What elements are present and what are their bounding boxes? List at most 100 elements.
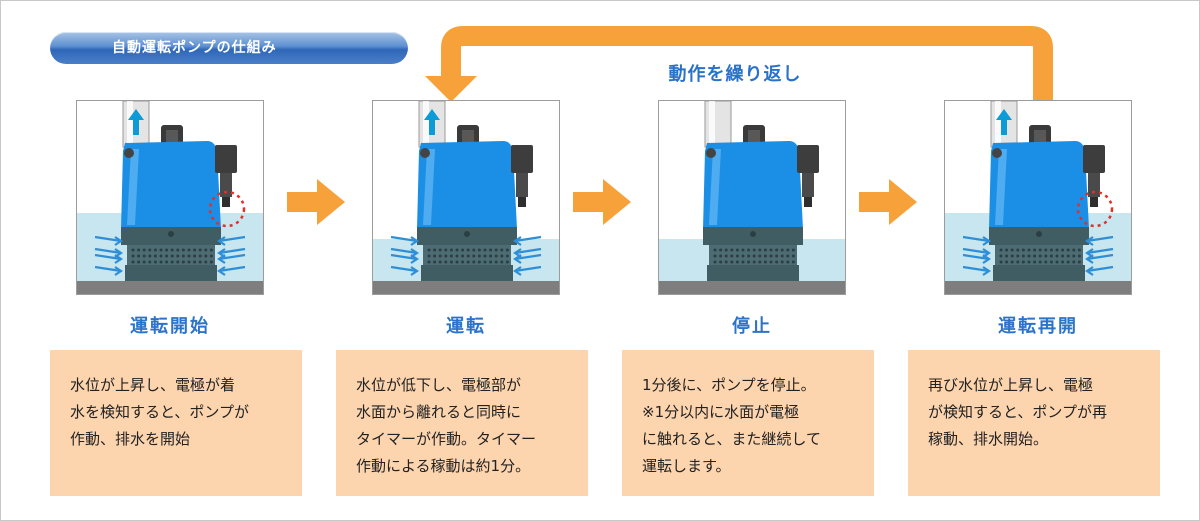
- electrode-housing: [1083, 145, 1105, 173]
- strainer-hole: [713, 260, 717, 264]
- desc-line: に触れると、また継続して: [642, 430, 821, 448]
- strainer-hole: [775, 254, 779, 258]
- strainer-hole: [472, 254, 476, 258]
- loop-back-arrow: [425, 26, 1053, 102]
- strainer-hole: [489, 260, 493, 264]
- electrode-rod: [1088, 173, 1100, 197]
- strainer-hole: [735, 254, 739, 258]
- strainer-hole: [1061, 254, 1065, 258]
- strainer-hole: [1027, 260, 1031, 264]
- strainer-hole: [209, 260, 213, 264]
- pump-foot: [993, 265, 1085, 281]
- strainer-hole: [1049, 254, 1053, 258]
- strainer-hole: [1010, 260, 1014, 264]
- strainer-hole: [752, 248, 756, 252]
- strainer-hole: [438, 254, 442, 258]
- strainer-hole: [159, 254, 163, 258]
- strainer-hole: [747, 260, 751, 264]
- strainer-hole: [741, 254, 745, 258]
- strainer-hole: [1061, 248, 1065, 252]
- strainer-hole: [1010, 254, 1014, 258]
- desc-line: タイマーが作動。タイマー: [356, 430, 537, 448]
- flow-arrow-3: [859, 179, 917, 225]
- step-desc-stop: 1分後に、ポンプを停止。 ※1分以内に水面が電極 に触れると、また継続して 運転…: [622, 350, 874, 496]
- strainer-hole: [165, 260, 169, 264]
- step-panel-running: [372, 100, 560, 295]
- desc-line: 稼動、排水開始。: [928, 430, 1049, 448]
- strainer-hole: [176, 248, 180, 252]
- flow-arrow-2: [573, 179, 631, 225]
- strainer-hole: [752, 260, 756, 264]
- strainer-hole: [466, 248, 470, 252]
- strainer-hole: [170, 254, 174, 258]
- intake-arrow-right-bottom: [1085, 253, 1114, 276]
- desc-line: 水を検知すると、ポンプが: [70, 403, 249, 421]
- strainer-hole: [187, 248, 191, 252]
- step-label-running: 運転: [446, 316, 486, 337]
- strainer-hole: [505, 254, 509, 258]
- strainer-hole: [505, 260, 509, 264]
- strainer-hole: [153, 260, 157, 264]
- strainer-hole: [730, 254, 734, 258]
- pump-body-highlight: [995, 149, 1007, 225]
- strainer-hole: [204, 254, 208, 258]
- desc-line: 水面から離れると同時に: [356, 403, 522, 421]
- pump-body: [989, 141, 1089, 229]
- step-desc-restart: 再び水位が上昇し、電極 が検知すると、ポンプが再 稼動、排水開始。: [908, 350, 1160, 496]
- pipe-highlight: [995, 101, 1001, 147]
- strainer-hole: [472, 260, 476, 264]
- sensor-highlight-circle: [1076, 190, 1114, 228]
- pump-body: [703, 141, 803, 229]
- strainer-hole: [763, 248, 767, 252]
- strainer-hole: [477, 260, 481, 264]
- intake-arrow-right-bottom: [513, 253, 542, 276]
- strainer-hole: [187, 254, 191, 258]
- strainer-hole: [137, 260, 141, 264]
- intake-arrow-left-bottom: [390, 253, 419, 276]
- strainer-hole: [713, 254, 717, 258]
- discharge-arrow-icon: [128, 109, 144, 135]
- strainer-hole: [181, 260, 185, 264]
- strainer-hole: [780, 254, 784, 258]
- ground: [373, 281, 559, 294]
- strainer-hole: [1072, 260, 1076, 264]
- strainer-hole: [769, 260, 773, 264]
- electrode-rod: [802, 173, 814, 197]
- strainer-hole: [438, 248, 442, 252]
- intake-arrow-right-bottom: [217, 253, 246, 276]
- strainer-hole: [494, 248, 498, 252]
- strainer-hole: [735, 260, 739, 264]
- step-desc-start: 水位が上昇し、電極が着 水を検知すると、ポンプが 作動、排水を開始: [50, 350, 302, 496]
- strainer-hole: [148, 260, 152, 264]
- strainer-hole: [1055, 260, 1059, 264]
- pump-foot: [421, 265, 513, 281]
- pipe-highlight: [127, 101, 133, 147]
- cable-clip: [992, 148, 1002, 158]
- strainer-hole: [763, 260, 767, 264]
- intake-arrow-left-top: [390, 235, 419, 258]
- strainer-hole: [1038, 260, 1042, 264]
- strainer-hole: [159, 260, 163, 264]
- strainer-hole: [775, 248, 779, 252]
- strainer-hole: [1066, 254, 1070, 258]
- desc-line: 運転します。: [642, 457, 731, 475]
- strainer-hole: [433, 260, 437, 264]
- pump-foot: [125, 265, 217, 281]
- strainer-hole: [461, 260, 465, 264]
- strainer-hole: [1021, 260, 1025, 264]
- pump-body: [121, 141, 221, 229]
- strainer-hole: [433, 254, 437, 258]
- strainer-hole: [427, 254, 431, 258]
- strainer-hole: [1010, 248, 1014, 252]
- intake-arrow-left-top: [94, 235, 123, 258]
- pump-handle-hole: [166, 130, 178, 144]
- intake-arrow-left-bottom: [962, 253, 991, 276]
- strainer-hole: [1021, 248, 1025, 252]
- bolt: [464, 231, 470, 237]
- strainer-hole: [483, 260, 487, 264]
- step-label-stop: 停止: [732, 316, 772, 337]
- strainer-hole: [1016, 260, 1020, 264]
- strainer-hole: [444, 248, 448, 252]
- step-label-start: 運転開始: [130, 316, 210, 337]
- strainer-hole: [1061, 260, 1065, 264]
